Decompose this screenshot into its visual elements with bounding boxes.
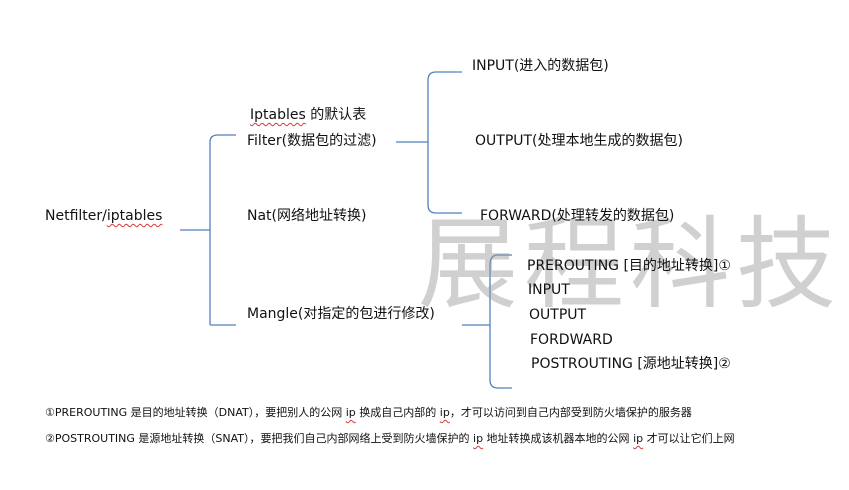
note-prerouting-text-2: 换成自己内部的 [355,406,440,419]
root-node: Netfilter/iptables [45,207,162,225]
mangle-chain-prerouting: PREROUTING [目的地址转换]① [527,258,731,274]
tables-header: Iptables 的默认表 [250,106,366,124]
mangle-chain-postrouting: POSTROUTING [源地址转换]② [531,356,731,372]
filter-chain-forward: FORWARD(处理转发的数据包) [480,208,675,224]
note-postrouting-text-2: 地址转换成该机器本地的公网 [483,432,634,445]
note-prerouting-ip-1: ip [345,406,356,419]
note-prerouting-ip-2: ip [439,406,450,419]
root-prefix: Netfilter/ [45,208,107,224]
filter-bracket [396,71,462,214]
tables-header-prefix: Iptables [250,107,306,123]
note-postrouting-text-3: 才可以让它们上网 [643,432,735,445]
note-postrouting-ip-1: ip [473,432,484,445]
note-postrouting: ②POSTROUTING 是源地址转换（SNAT），要把我们自己内部网络上受到防… [45,432,735,446]
root-bracket [180,134,236,326]
note-postrouting-text-1: ②POSTROUTING 是源地址转换（SNAT），要把我们自己内部网络上受到防… [45,432,474,445]
tables-header-suffix: 的默认表 [305,107,367,123]
note-prerouting-text-3: ，才可以访问到自己内部受到防火墙保护的服务器 [449,406,692,419]
mangle-chain-input: INPUT [528,282,570,298]
table-filter: Filter(数据包的过滤) [247,133,377,149]
note-prerouting-text-1: ①PREROUTING 是目的地址转换（DNAT），要把别人的公网 [45,406,346,419]
mangle-chain-fordward: FORDWARD [530,332,613,348]
table-mangle: Mangle(对指定的包进行修改) [247,306,435,322]
mangle-chain-output: OUTPUT [529,307,587,323]
filter-chain-input: INPUT(进入的数据包) [472,58,609,74]
watermark: 展程科技 [418,206,842,323]
filter-chain-output: OUTPUT(处理本地生成的数据包) [475,133,683,149]
table-nat: Nat(网络地址转换) [247,208,367,224]
note-postrouting-ip-2: ip [633,432,644,445]
root-suffix: iptables [106,208,163,224]
note-prerouting: ①PREROUTING 是目的地址转换（DNAT），要把别人的公网 ip 换成自… [45,406,692,420]
mangle-bracket [462,254,512,389]
